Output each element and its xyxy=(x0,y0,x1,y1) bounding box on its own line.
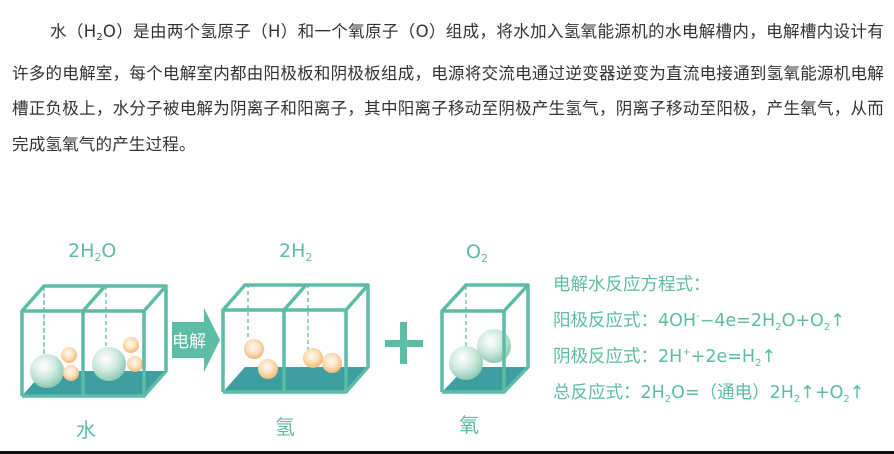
oxygen-container xyxy=(440,283,530,394)
paragraph-text-2: O）是由两个氢原子（H）和一个氧原子（O）组成，将水加入氢氧能源机的水电解槽内，… xyxy=(12,22,884,154)
oxygen-label: 氧 xyxy=(459,413,479,437)
water-label: 水 xyxy=(76,418,96,442)
arrow-label: 电解 xyxy=(172,332,206,352)
oxygen-formula: O2 xyxy=(466,241,488,265)
anode-equation: 阳极反应式：4OH-−4e=2H2O+O2↑ xyxy=(553,311,845,333)
hydrogen-label: 氢 xyxy=(275,415,295,439)
hydrogen-formula: 2H2 xyxy=(279,240,313,264)
description-paragraph: 水（H2O）是由两个氢原子（H）和一个氧原子（O）组成，将水加入氢氧能源机的水电… xyxy=(12,14,884,162)
total-equation: 总反应式：2H2O=（通电）2H2↑+O2↑ xyxy=(553,383,865,405)
paragraph-subscript: 2 xyxy=(96,32,103,43)
electrolysis-arrow xyxy=(172,308,220,372)
plus-sign xyxy=(385,322,423,364)
bottom-divider xyxy=(0,451,894,454)
cathode-equation: 阴极反应式：2H++2e=H2↑ xyxy=(553,347,777,369)
water-formula: 2H2O xyxy=(68,240,117,264)
hydrogen-container xyxy=(221,283,370,394)
equations-title: 电解水反应方程式： xyxy=(553,275,711,295)
paragraph-text-1: 水（H xyxy=(50,22,97,41)
